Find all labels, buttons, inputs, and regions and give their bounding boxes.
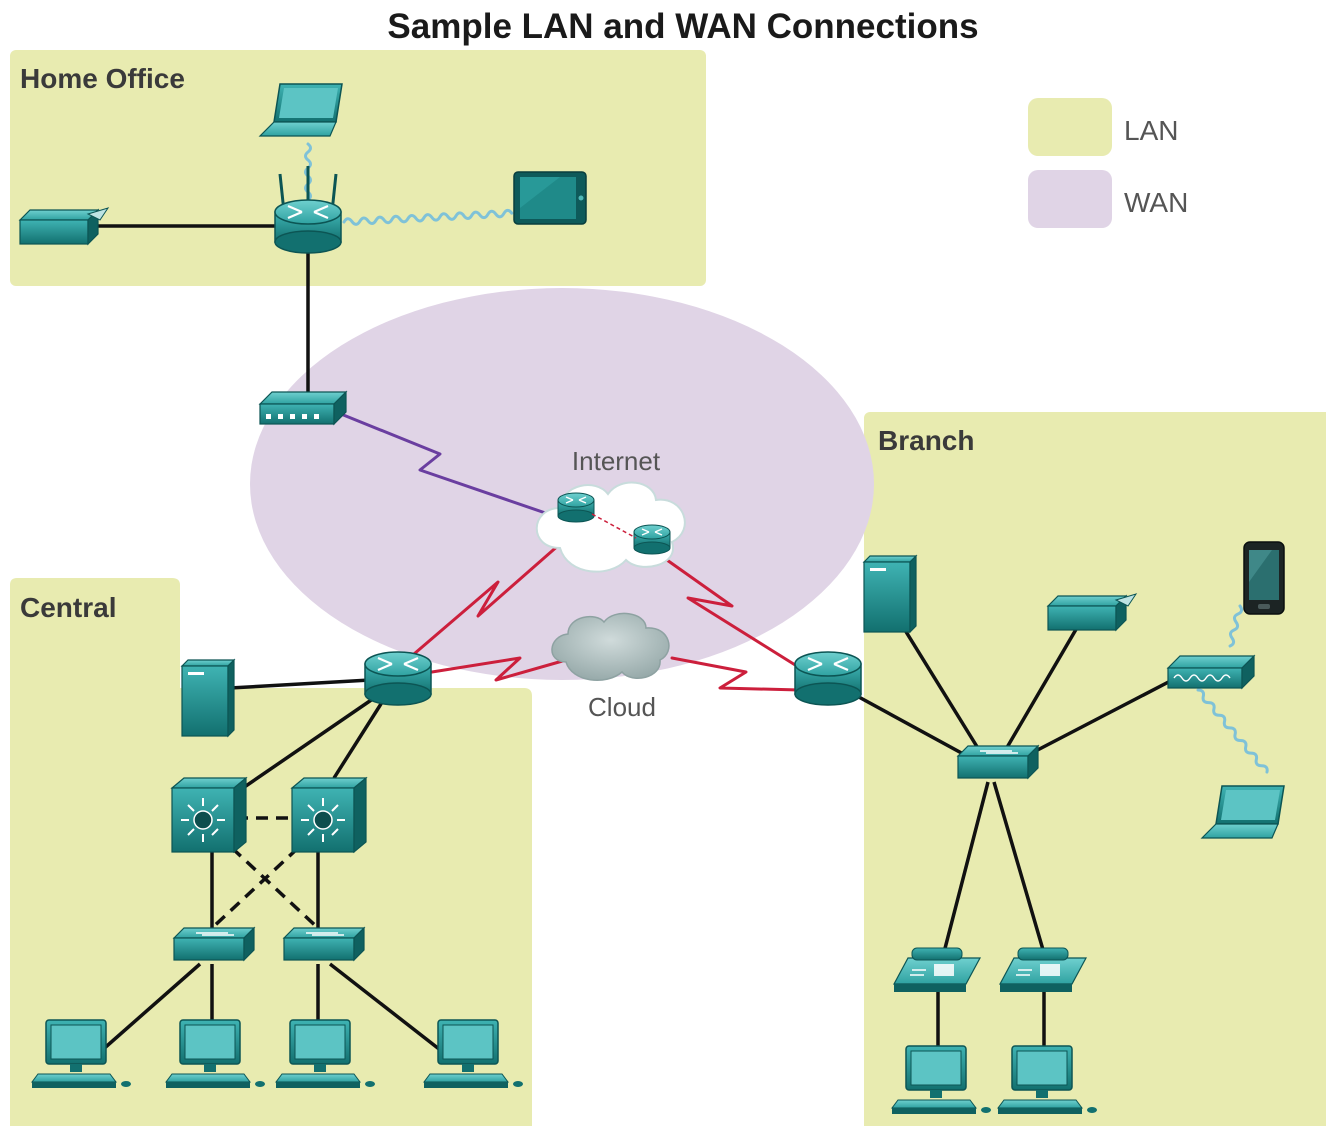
internet-cloud-icon — [535, 481, 686, 573]
internet-router-2-icon — [633, 524, 671, 555]
serial-link-central-internet — [412, 542, 562, 656]
serial-link-cloud-branch — [670, 656, 802, 692]
cloud-icon — [551, 612, 670, 681]
internet-label: Internet — [572, 446, 661, 476]
branch-links — [845, 621, 1181, 1056]
cloud-label: Cloud — [588, 692, 656, 722]
serial-link-internet-branch — [648, 546, 818, 680]
home-tablet-icon — [513, 171, 587, 225]
wireless-link-smartphone — [1228, 604, 1244, 648]
branch-label: Branch — [878, 425, 974, 456]
central-switch-2-icon — [283, 927, 365, 961]
central-ml-switch-1-icon — [171, 777, 247, 853]
link-modem-internet — [334, 410, 562, 520]
wireless-link-tablet — [342, 208, 514, 226]
legend-lan-swatch — [1028, 98, 1112, 156]
legend: LAN WAN — [1028, 98, 1188, 228]
branch-lan-zone — [864, 412, 1326, 1126]
dsl-modem-icon — [259, 391, 347, 425]
internet-router-1-icon — [557, 492, 595, 523]
wireless-link-branch-laptop — [1196, 688, 1269, 774]
legend-wan-swatch — [1028, 170, 1112, 228]
central-label: Central — [20, 592, 116, 623]
legend-wan-label: WAN — [1124, 187, 1188, 218]
diagram-title: Sample LAN and WAN Connections — [387, 7, 978, 46]
branch-server-icon — [863, 555, 917, 633]
home-wireless-router-icon — [273, 166, 343, 255]
branch-smartphone-icon — [1243, 541, 1285, 615]
central-switch-1-icon — [173, 927, 255, 961]
branch-access-point-icon — [1167, 655, 1255, 689]
central-lan-zone — [10, 578, 532, 1126]
branch-router-icon — [793, 650, 863, 707]
central-router-icon — [363, 650, 433, 707]
branch-switch-icon — [957, 745, 1039, 779]
wan-zone — [250, 288, 874, 680]
legend-lan-label: LAN — [1124, 115, 1178, 146]
home-office-label: Home Office — [20, 63, 185, 94]
central-server-icon — [181, 659, 235, 737]
central-ml-switch-2-icon — [291, 777, 367, 853]
serial-link-central-cloud — [430, 656, 568, 682]
